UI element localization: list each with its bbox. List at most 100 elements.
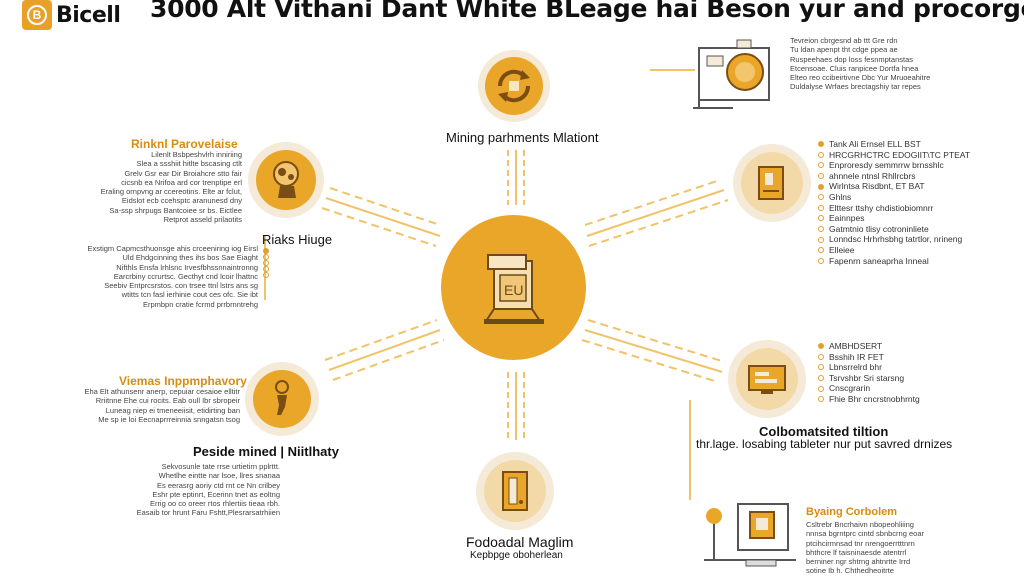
list-item: Gatmtnio tlisy cotroninliete xyxy=(818,224,970,235)
list-item: Elleiee xyxy=(818,245,970,256)
list-item: Fapenrn saneaprha Inneal xyxy=(818,256,970,267)
list-item: Lonndsc Hrhrhsbhg tatrtlor, nrineng xyxy=(818,234,970,245)
left-mid-bullets xyxy=(263,248,269,278)
left-top-text: Lilenlt Bsbpeshvlrh inniriing Slea a sss… xyxy=(100,150,242,225)
node-bottom xyxy=(476,452,554,530)
person-icon xyxy=(275,380,289,415)
list-item-text: Tsrvshbr Sri starsng xyxy=(829,372,905,383)
list-item: Lbnsrrelrd bhr xyxy=(818,362,920,373)
top-right-illustration xyxy=(693,38,783,110)
bullet-icon xyxy=(818,236,824,243)
bottom-right-heading: Byaing Corbolem xyxy=(806,506,898,518)
right-bottom-sublabel: thr.lage. losabing tableter nur put savr… xyxy=(696,437,953,451)
hub-node: EU xyxy=(441,215,586,360)
head-gears-icon xyxy=(273,161,299,198)
bullet-icon xyxy=(818,173,824,180)
list-item xyxy=(263,254,269,260)
bullet-icon xyxy=(818,215,824,222)
list-item xyxy=(263,272,269,278)
bullet-icon xyxy=(818,141,824,148)
list-item: Tsrvshbr Sri starsng xyxy=(818,373,920,384)
node-left-bottom xyxy=(245,362,319,436)
list-item-text: Lbnsrrelrd bhr xyxy=(829,362,882,373)
left-bottom-heading: Viemas Inppmphavory xyxy=(119,374,247,388)
arrows-cycle-icon xyxy=(497,69,531,103)
list-item-text: Ghlns xyxy=(829,191,852,202)
bullet-icon xyxy=(818,364,824,371)
right-bottom-label: Colbomatsited tiltion xyxy=(759,424,889,439)
bullet-icon xyxy=(818,257,824,264)
list-item-text: ahnnele ntnsl Rhllrcbrs xyxy=(829,170,916,181)
node-left-top xyxy=(248,142,324,218)
bullet-icon xyxy=(818,385,824,392)
bottom-right-text: Csltrebr Bncrhaivn nbopeohliiing nnnsa b… xyxy=(806,520,924,576)
list-item-text: Bsshih IR FET xyxy=(829,351,884,362)
bullet-icon xyxy=(818,375,824,382)
list-item xyxy=(263,248,269,254)
bullet-icon xyxy=(818,162,824,169)
node-top xyxy=(478,50,550,122)
list-item: Wirlntsa Risdbnt, ET BAT xyxy=(818,181,970,192)
list-item-text: Gatmtnio tlisy cotroninliete xyxy=(829,223,929,234)
list-item-text: Fhie Bhr cncrstnobhrntg xyxy=(829,393,920,404)
list-item-text: Tank Ali Ernsel ELL BST xyxy=(829,139,921,149)
node-right-top xyxy=(733,144,811,222)
list-item-text: AMBHDSERT xyxy=(829,341,883,351)
list-item: Bsshih IR FET xyxy=(818,352,920,363)
list-item-text: Fapenrn saneaprha Inneal xyxy=(829,255,929,266)
left-bottom-label: Peside mined | Niitlhaty xyxy=(193,444,339,459)
brand-logo: B Bicell xyxy=(22,0,121,30)
left-top-label: Riaks Hiuge xyxy=(262,232,333,247)
left-bottom-bottom-text: Sekvosunle tate rrse urtietirn pplrttt. … xyxy=(136,462,280,518)
bottom-node-label: Fodoadal Maglim xyxy=(466,534,574,550)
bullet-icon xyxy=(818,353,824,360)
list-item: Tank Ali Ernsel ELL BST xyxy=(818,139,970,150)
bullet-icon xyxy=(818,183,824,190)
top-right-text: Tevreion cbrgesnd ab ttt Gre rdn Tu ldan… xyxy=(790,36,931,92)
bullet-icon xyxy=(818,343,824,350)
list-item-text: Enproresdy semmrrw brnsshlc xyxy=(829,160,944,171)
bullet-icon xyxy=(818,151,824,158)
bitcoin-logo-icon: B xyxy=(22,0,52,30)
bullet-icon xyxy=(818,247,824,254)
list-item-text: Lonndsc Hrhrhsbhg tatrtlor, nrineng xyxy=(829,234,963,245)
logo-text: Bicell xyxy=(56,2,121,28)
list-item-text: Elleiee xyxy=(829,244,855,255)
list-item: Eainnpes xyxy=(818,213,970,224)
list-item: ahnnele ntnsl Rhllrcbrs xyxy=(818,171,970,182)
mining-machine-icon xyxy=(693,39,770,109)
left-mid-text: Exstigm Capmcsthuonsge ahis crceeniring … xyxy=(87,244,259,309)
list-item-text: Wirlntsa Risdbnt, ET BAT xyxy=(829,181,925,192)
list-item-text: Elttesr ttshy chdistiobiomnrr xyxy=(829,202,934,213)
list-item: Elttesr ttshy chdistiobiomnrr xyxy=(818,203,970,214)
list-item: Ghlns xyxy=(818,192,970,203)
list-item xyxy=(263,266,269,272)
list-item: Enproresdy semmrrw brnsshlc xyxy=(818,160,970,171)
list-item: HRCGRHCTRC EDOGIIT\TC PTEAT xyxy=(818,150,970,161)
list-item-text: Cnscgrarin xyxy=(829,383,871,394)
bullet-icon xyxy=(818,204,824,211)
list-item: Cnscgrarin xyxy=(818,383,920,394)
server-rack-icon xyxy=(502,471,528,511)
computer-monitor-icon xyxy=(704,503,796,567)
page-title: 3000 Alt Vithani Dant White BLeage hai B… xyxy=(150,0,1024,23)
list-item: AMBHDSERT xyxy=(818,341,920,352)
bottom-node-sublabel: Kepbpge oboherlean xyxy=(470,550,563,561)
bottom-right-illustration xyxy=(700,500,800,574)
mining-device-icon: EU xyxy=(483,253,544,324)
list-item-text: HRCGRHCTRC EDOGIIT\TC PTEAT xyxy=(829,149,971,160)
svg-text:EU: EU xyxy=(504,282,523,298)
left-top-heading: Rinknl Parovelaise xyxy=(131,137,238,151)
node-right-bottom xyxy=(728,340,806,418)
bullet-icon xyxy=(818,226,824,233)
bullet-icon xyxy=(818,194,824,201)
terminal-screen-icon xyxy=(748,365,786,394)
list-item-text: Eainnpes xyxy=(829,213,865,224)
list-item: Fhie Bhr cncrstnobhrntg xyxy=(818,394,920,405)
list-item xyxy=(263,260,269,266)
top-node-label: Mining parhments Mlationt xyxy=(446,130,599,145)
document-icon xyxy=(758,166,784,200)
